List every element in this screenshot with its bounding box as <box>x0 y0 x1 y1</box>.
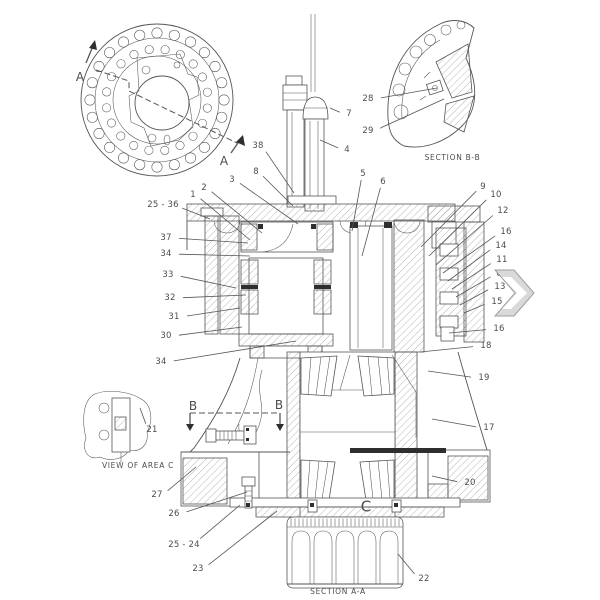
area-c-detail-view <box>83 391 152 462</box>
section-bb-view <box>387 20 476 148</box>
callout-17: 17 <box>483 422 495 433</box>
main-section-view <box>180 14 491 589</box>
callout-32: 32 <box>164 292 176 303</box>
section-letter-b-right: B <box>274 398 284 412</box>
callout-3: 3 <box>229 174 235 185</box>
section-arrow-b-right <box>276 424 284 431</box>
section-arrow-a-top <box>89 40 97 50</box>
callout-31: 31 <box>168 311 180 322</box>
callout-2: 2 <box>201 182 207 193</box>
callout-10: 10 <box>490 189 502 200</box>
callout-4: 4 <box>344 144 350 155</box>
callout-22: 22 <box>418 573 430 584</box>
callout-14: 14 <box>495 240 507 251</box>
callout-33: 33 <box>162 269 174 280</box>
callout-7: 7 <box>346 108 352 119</box>
bearing-upper-left <box>300 355 338 397</box>
callout-25-36: 25 - 36 <box>147 199 179 210</box>
right-flange <box>447 455 489 501</box>
callout-15: 15 <box>491 296 503 307</box>
section-letter-c-center: C <box>360 497 372 516</box>
section-letter-b-left: B <box>188 399 198 413</box>
callout-25-24: 25 - 24 <box>168 539 200 550</box>
callout-18: 18 <box>480 340 492 351</box>
callout-34: 34 <box>160 248 172 259</box>
view-of-area-c-caption: VIEW OF AREA C <box>101 461 175 470</box>
section-letter-a-bottom: A <box>219 154 229 168</box>
callout-29: 29 <box>362 125 374 136</box>
stud <box>204 215 219 335</box>
callout-23: 23 <box>192 563 204 574</box>
section-arrow-b-left <box>186 424 194 431</box>
callout-1: 1 <box>190 189 196 200</box>
callout-26: 26 <box>168 508 180 519</box>
splined-coupling <box>286 516 404 589</box>
sun-gear-shaft <box>349 225 393 351</box>
bearing-upper-right <box>357 355 395 397</box>
callout-27: 27 <box>151 489 163 500</box>
callout-28: 28 <box>362 93 374 104</box>
callout-8: 8 <box>253 166 259 177</box>
section-aa-cut-line <box>95 69 238 144</box>
callout-6: 6 <box>380 176 386 187</box>
callout-9: 9 <box>480 181 486 192</box>
next-page-chevron-icon[interactable] <box>493 269 535 317</box>
callout-21: 21 <box>146 424 158 435</box>
planet-gear <box>248 257 324 335</box>
flange-top-view <box>80 23 245 177</box>
housing-left-flank <box>183 357 241 459</box>
callout-13: 13 <box>494 281 506 292</box>
section-aa-caption: SECTION A-A <box>310 587 366 596</box>
callout-38: 38 <box>252 140 264 151</box>
callout-16: 16 <box>493 323 505 334</box>
callout-19: 19 <box>478 372 490 383</box>
callout-30: 30 <box>160 330 172 341</box>
section-bb-caption: SECTION B-B <box>424 153 481 162</box>
callout-11: 11 <box>496 254 508 265</box>
callout-20: 20 <box>464 477 476 488</box>
callout-5: 5 <box>360 168 366 179</box>
left-flange <box>182 457 228 505</box>
callout-12: 12 <box>497 205 509 216</box>
section-letter-a-top: A <box>75 70 85 84</box>
callout-16: 16 <box>500 226 512 237</box>
callout-34: 34 <box>155 356 167 367</box>
spline-serrations <box>290 518 400 527</box>
callout-37: 37 <box>160 232 172 243</box>
section-arrow-a-bottom <box>236 135 245 146</box>
housing-right-flank <box>457 351 488 451</box>
bolt-hole-circles <box>84 27 230 173</box>
